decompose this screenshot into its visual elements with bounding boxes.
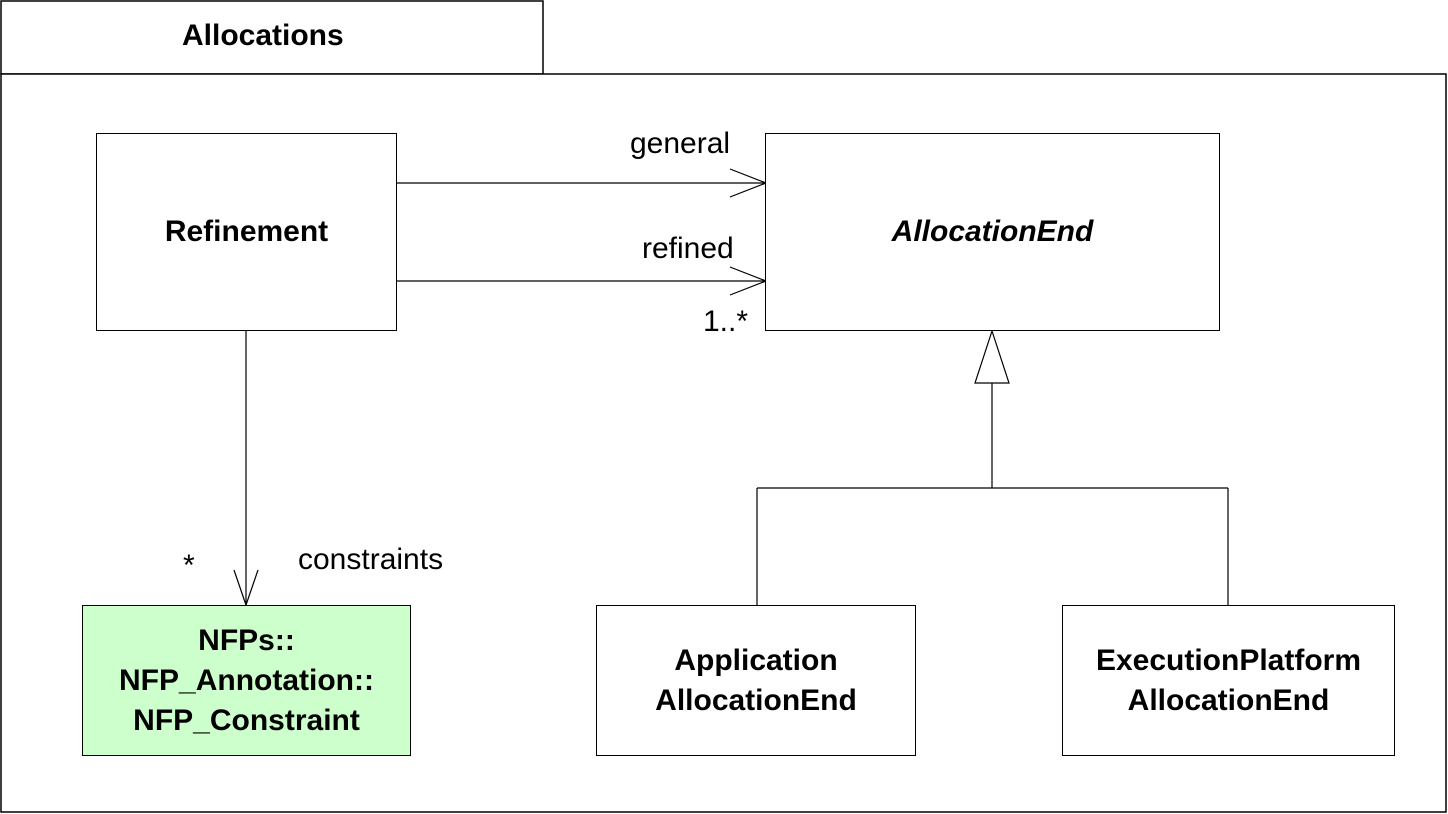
refined-multiplicity-label: 1..* [703,305,749,338]
package-tab [0,0,544,75]
nfp-constraint-name-line3: NFP_Constraint [133,703,360,737]
nfp-constraint-name-line2: NFP_Annotation:: [119,663,374,697]
refinement-class[interactable]: Refinement [96,133,397,331]
application-allocation-end-name-line1: Application [674,643,838,677]
package-name: Allocations [182,19,344,52]
execution-platform-allocation-end-name-line2: AllocationEnd [1127,683,1330,717]
application-allocation-end-class[interactable]: Application AllocationEnd [596,605,916,756]
general-role-label: general [630,127,731,160]
constraints-role-label: constraints [298,543,444,576]
generalization-tree [756,329,1229,605]
refined-role-label: refined [642,232,734,265]
allocation-end-class[interactable]: AllocationEnd [765,133,1220,331]
nfp-constraint-name-line1: NFPs:: [198,623,295,657]
execution-platform-allocation-end-name-line1: ExecutionPlatform [1095,643,1362,677]
allocation-end-class-name: AllocationEnd [891,215,1094,248]
application-allocation-end-name-line2: AllocationEnd [655,683,857,717]
execution-platform-allocation-end-class[interactable]: ExecutionPlatform AllocationEnd [1062,605,1395,756]
nfp-constraint-class[interactable]: NFPs:: NFP_Annotation:: NFP_Constraint [82,605,411,756]
refinement-class-name: Refinement [164,215,329,248]
constraints-multiplicity-label: * [183,549,195,582]
